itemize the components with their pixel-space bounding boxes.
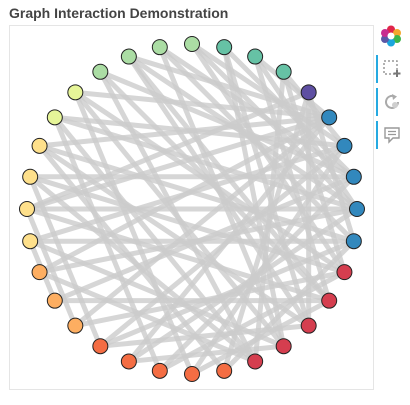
graph-node[interactable]: [22, 168, 39, 185]
hover-tool[interactable]: [376, 121, 406, 149]
graph-edge[interactable]: [253, 54, 331, 120]
plot-area[interactable]: [9, 25, 374, 390]
graph-edge[interactable]: [37, 144, 227, 373]
node-layer: [19, 36, 365, 382]
graph-edge[interactable]: [253, 55, 360, 211]
graph-node[interactable]: [349, 201, 365, 217]
graph-node[interactable]: [120, 353, 137, 370]
graph-node[interactable]: [345, 233, 362, 250]
graph-node[interactable]: [247, 48, 264, 65]
graph-node[interactable]: [46, 109, 63, 126]
graph-edge[interactable]: [189, 42, 347, 274]
graph-edge[interactable]: [98, 70, 258, 363]
graph-edge[interactable]: [52, 116, 163, 372]
graph-node[interactable]: [300, 317, 317, 334]
box-select-tool[interactable]: [376, 55, 406, 83]
graph-node[interactable]: [247, 353, 264, 370]
graph-node[interactable]: [151, 39, 168, 56]
graph-node[interactable]: [345, 168, 362, 185]
graph-node[interactable]: [31, 264, 48, 281]
graph-node[interactable]: [92, 63, 109, 80]
graph-node[interactable]: [31, 137, 48, 154]
graph-node[interactable]: [216, 39, 233, 56]
reset-tool[interactable]: [376, 88, 406, 116]
graph-node[interactable]: [275, 338, 292, 355]
bokeh-logo-link[interactable]: [376, 22, 406, 50]
edge-layer: [24, 41, 360, 377]
box-select-icon: [383, 60, 401, 77]
graph-edge[interactable]: [222, 45, 356, 179]
graph-node[interactable]: [67, 317, 84, 334]
graph-edge[interactable]: [73, 91, 195, 375]
graph-edge[interactable]: [126, 54, 332, 303]
graph-edge[interactable]: [306, 91, 357, 242]
graph-node[interactable]: [19, 201, 35, 217]
graph-edge[interactable]: [281, 71, 347, 273]
chart-title: Graph Interaction Demonstration: [9, 5, 229, 21]
graph-node[interactable]: [92, 338, 109, 355]
reset-icon: [385, 94, 399, 109]
graph-node[interactable]: [321, 292, 338, 309]
graph-node[interactable]: [216, 362, 233, 379]
bokeh-logo-icon: [381, 25, 401, 47]
toolbar: [376, 22, 406, 152]
graph-node[interactable]: [321, 109, 338, 126]
graph-edge[interactable]: [52, 115, 258, 364]
graph-node[interactable]: [120, 48, 137, 65]
graph-node[interactable]: [336, 137, 353, 154]
hover-icon: [384, 127, 400, 144]
graph-node[interactable]: [22, 233, 39, 250]
graph-node[interactable]: [275, 63, 292, 80]
graph-edge[interactable]: [158, 45, 356, 179]
graph-edge[interactable]: [281, 70, 347, 148]
graph-node[interactable]: [46, 292, 63, 309]
graph-node[interactable]: [151, 362, 168, 379]
graph-node[interactable]: [300, 84, 317, 101]
graph-edge[interactable]: [27, 175, 103, 348]
network-graph[interactable]: [10, 26, 375, 391]
graph-node[interactable]: [184, 366, 200, 382]
graph-edge[interactable]: [252, 55, 332, 302]
graph-node[interactable]: [336, 264, 353, 281]
graph-edge[interactable]: [73, 115, 331, 328]
graph-node[interactable]: [67, 84, 84, 101]
graph-edge[interactable]: [24, 208, 78, 327]
graph-node[interactable]: [184, 36, 200, 52]
